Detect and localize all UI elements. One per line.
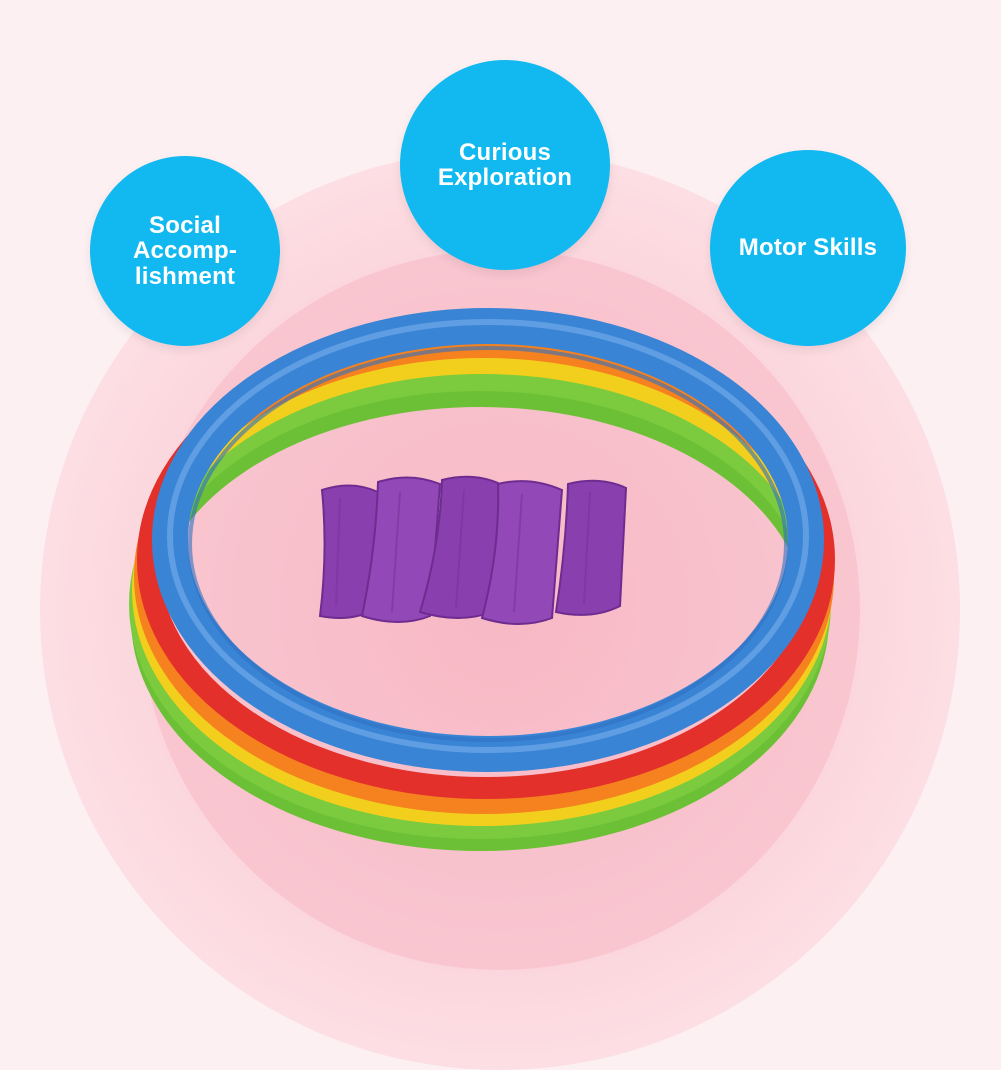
- bubble-social-accomplishment: Social Accomp- lishment: [90, 156, 280, 346]
- bean-bags: [318, 475, 628, 625]
- bubble-text-line: Motor Skills: [738, 234, 878, 262]
- bubble-text-line: Social: [149, 212, 221, 240]
- agility-rings-illustration: [129, 308, 835, 851]
- bean-bag-icon: [360, 476, 442, 623]
- bean-bag-icon: [480, 480, 564, 625]
- bubble-motor-skills: Motor Skills: [710, 150, 906, 346]
- bean-bag-icon: [554, 479, 628, 616]
- ring-blue-highlight: [167, 319, 809, 753]
- bubble-text-line: Exploration: [437, 164, 573, 191]
- bubble-text-line: Accomp-: [132, 237, 238, 265]
- bubble-text-line: Curious: [458, 138, 552, 166]
- bubble-curious-exploration: Curious Exploration: [400, 60, 610, 270]
- bean-bag-icon: [318, 484, 380, 619]
- bubble-text-line: lishment: [134, 262, 236, 290]
- ring-blue-inner-edge: [188, 346, 788, 742]
